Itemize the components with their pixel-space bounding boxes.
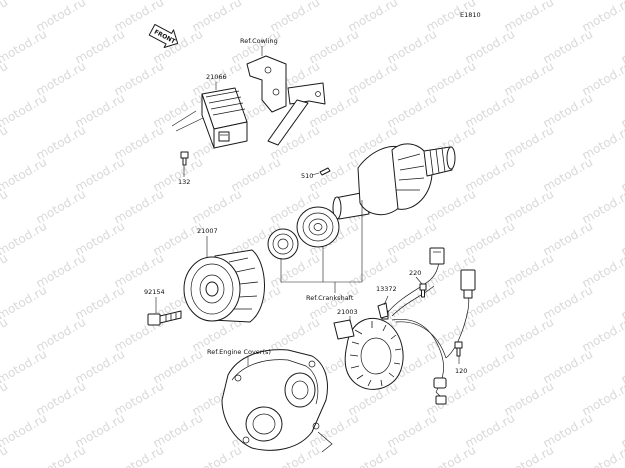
watermark-text: motod.ru <box>346 443 401 468</box>
diagram-code: E1810 <box>460 11 481 19</box>
wire-connector-right <box>460 269 476 299</box>
key-510-label: 510 <box>301 172 313 180</box>
watermark-text: motod.ru <box>0 411 49 451</box>
watermark-text: motod.ru <box>0 187 10 227</box>
watermark-text: motod.ru <box>34 443 89 468</box>
watermark-text: motod.ru <box>0 155 49 195</box>
rotor-flywheel[interactable] <box>183 249 265 323</box>
regulator-part-number: 21066 <box>206 73 227 81</box>
rotor-part-number: 21007 <box>197 227 218 235</box>
wire-connector-top <box>429 247 445 265</box>
watermark-text: motod.ru <box>424 443 479 468</box>
bolt-92154[interactable] <box>147 310 182 326</box>
watermark-text: motod.ru <box>0 0 10 35</box>
watermark-text: motod.ru <box>0 379 10 419</box>
ref-crankshaft-label: Ref.Crankshaft <box>306 294 354 302</box>
watermark-text: motod.ru <box>502 443 557 468</box>
watermark-text: motod.ru <box>0 59 10 99</box>
wire-grommet <box>433 377 447 405</box>
watermark-text: motod.ru <box>0 443 10 468</box>
watermark-text: motod.ru <box>580 443 625 468</box>
watermark-text: motod.ru <box>0 315 10 355</box>
ref-engine-cover-label: Ref.Engine Cover(s) <box>207 348 271 356</box>
bolt-120[interactable] <box>454 341 463 357</box>
crankshaft-bearing[interactable] <box>296 206 340 248</box>
bolt-220[interactable] <box>419 283 427 298</box>
bolt-220-label: 220 <box>409 269 421 277</box>
watermark-text: motod.ru <box>0 27 49 67</box>
clamp-13372[interactable] <box>377 302 389 319</box>
engine-cover <box>221 349 333 453</box>
stator-part-number: 21003 <box>337 308 358 316</box>
bolt-120-label: 120 <box>455 367 467 375</box>
ref-cowling-label: Ref.Cowling <box>240 37 278 45</box>
regulator-rectifier[interactable] <box>201 87 248 149</box>
watermark-text: motod.ru <box>0 251 10 291</box>
watermark-text: motod.ru <box>190 443 245 468</box>
crankshaft <box>332 143 456 220</box>
bolt-132[interactable] <box>180 151 189 166</box>
regulator-bracket <box>246 55 326 146</box>
key-510[interactable] <box>319 167 331 176</box>
bolt-92154-label: 92154 <box>144 288 165 296</box>
watermark-text: motod.ru <box>0 219 49 259</box>
needle-bearing[interactable] <box>267 228 299 260</box>
crankshaft-bracket-line <box>280 200 363 283</box>
regulator-guide-line <box>171 110 197 127</box>
watermark-text: motod.ru <box>112 443 167 468</box>
clamp-13372-label: 13372 <box>376 285 397 293</box>
watermark-text: motod.ru <box>0 283 49 323</box>
watermark-text: motod.ru <box>0 123 10 163</box>
bolt-132-label: 132 <box>178 178 190 186</box>
watermark-text: motod.ru <box>0 91 49 131</box>
watermark-text: motod.ru <box>0 347 49 387</box>
